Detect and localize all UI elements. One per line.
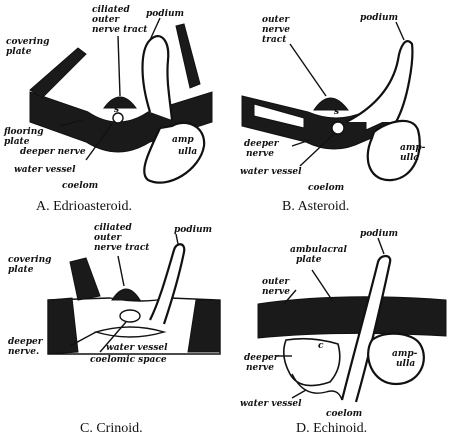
- leader-line: [378, 238, 384, 254]
- label-ulla-b: ulla: [400, 153, 419, 163]
- label-outer-a: outer: [92, 15, 120, 25]
- label-podium-a: podium: [146, 9, 184, 19]
- covering-plate-left-shape: [30, 48, 86, 98]
- label-amp-d: amp-: [392, 349, 418, 359]
- label-water-vessel-a: water vessel: [14, 165, 76, 175]
- label-ulla-a: ulla: [178, 147, 197, 157]
- label-nerve2-b: nerve: [246, 149, 274, 159]
- label-coelom-a: coelom: [62, 181, 98, 191]
- label-deeper-c: deeper: [8, 337, 44, 347]
- label-amp-b: amp-: [400, 143, 426, 153]
- label-coelom-d: coelom: [326, 409, 362, 419]
- outer-nerve-tract-shape-b: [314, 98, 348, 110]
- label-coelom-b: coelom: [308, 183, 344, 193]
- label-podium-d: podium: [360, 229, 398, 239]
- label-deeper-nerve-a: deeper nerve: [20, 147, 86, 157]
- label-covering-c: covering: [8, 255, 51, 265]
- label-deeper-d: deeper: [244, 353, 280, 363]
- label-coelomic-space-c: coelomic space: [90, 355, 167, 365]
- label-nerve-c: nerve.: [8, 347, 39, 357]
- panel-d-c-label: c: [318, 341, 324, 351]
- water-vessel-circle-c: [120, 310, 140, 322]
- label-ciliated-c: ciliated: [94, 223, 132, 233]
- ambulacral-plate-shape: [258, 297, 446, 338]
- label-outer-b: outer: [262, 15, 290, 25]
- panel-a-edrioasteroid: s ciliated outer nerve tract podium cove…: [3, 5, 212, 214]
- label-nerve-b: nerve: [262, 25, 290, 35]
- label-water-vessel-d: water vessel: [240, 399, 302, 409]
- label-plate-d: plate: [296, 255, 322, 265]
- label-outer-c: outer: [94, 233, 122, 243]
- label-plate-c: plate: [8, 265, 34, 275]
- label-water-vessel-c: water vessel: [106, 343, 168, 353]
- label-covering-a: covering: [6, 37, 49, 47]
- leader-line: [118, 36, 120, 96]
- label-plate-a: plate: [6, 47, 32, 57]
- water-vessel-circle-b: [332, 122, 344, 134]
- leader-line: [292, 390, 306, 398]
- caption-a: A. Edrioasteroid.: [36, 199, 132, 214]
- podium-tube-a: [143, 36, 173, 120]
- panel-a-s-label: s: [114, 105, 119, 115]
- label-podium-c: podium: [174, 225, 212, 235]
- label-nerve-tract-a: nerve tract: [92, 25, 148, 35]
- deeper-nerve-mass-d: [284, 339, 340, 386]
- label-nerve-tract-c: nerve tract: [94, 243, 150, 253]
- label-tract-b: tract: [262, 35, 287, 45]
- label-outer-d: outer: [262, 277, 290, 287]
- leader-line: [290, 44, 326, 96]
- label-ulla-d: ulla: [396, 359, 415, 369]
- panel-b-asteroid: s outer nerve tract podium deeper nerve …: [240, 13, 426, 214]
- caption-b: B. Asteroid.: [282, 199, 349, 214]
- label-ambulacral-d: ambulacral: [290, 245, 347, 255]
- label-plate2-a: plate: [4, 137, 30, 147]
- panel-d-echinoid: c ambulacral plate podium outer nerve de…: [240, 229, 446, 436]
- label-podium-b: podium: [360, 13, 398, 23]
- podium-tube-b: [346, 41, 412, 122]
- label-amp-a: amp: [172, 135, 194, 145]
- label-water-vessel-b: water vessel: [240, 167, 302, 177]
- caption-d: D. Echinoid.: [296, 421, 367, 436]
- panel-c-crinoid: ciliated outer nerve tract podium coveri…: [8, 223, 220, 436]
- covering-plate-left-c: [70, 258, 100, 300]
- outer-nerve-tract-shape: [104, 97, 136, 108]
- leader-line: [118, 256, 124, 286]
- leader-line: [176, 234, 178, 244]
- label-deeper-b: deeper: [244, 139, 280, 149]
- label-nerve-d: nerve: [262, 287, 290, 297]
- outer-nerve-tract-shape-c: [112, 289, 140, 300]
- leader-line: [396, 22, 404, 40]
- panel-b-s-label: s: [334, 107, 339, 117]
- label-flooring-a: flooring: [3, 127, 44, 137]
- covering-plate-right-shape: [176, 24, 200, 88]
- caption-c: C. Crinoid.: [80, 421, 143, 436]
- label-ciliated-a: ciliated: [92, 5, 130, 15]
- label-nerve2-d: nerve: [246, 363, 274, 373]
- leader-line: [312, 270, 332, 300]
